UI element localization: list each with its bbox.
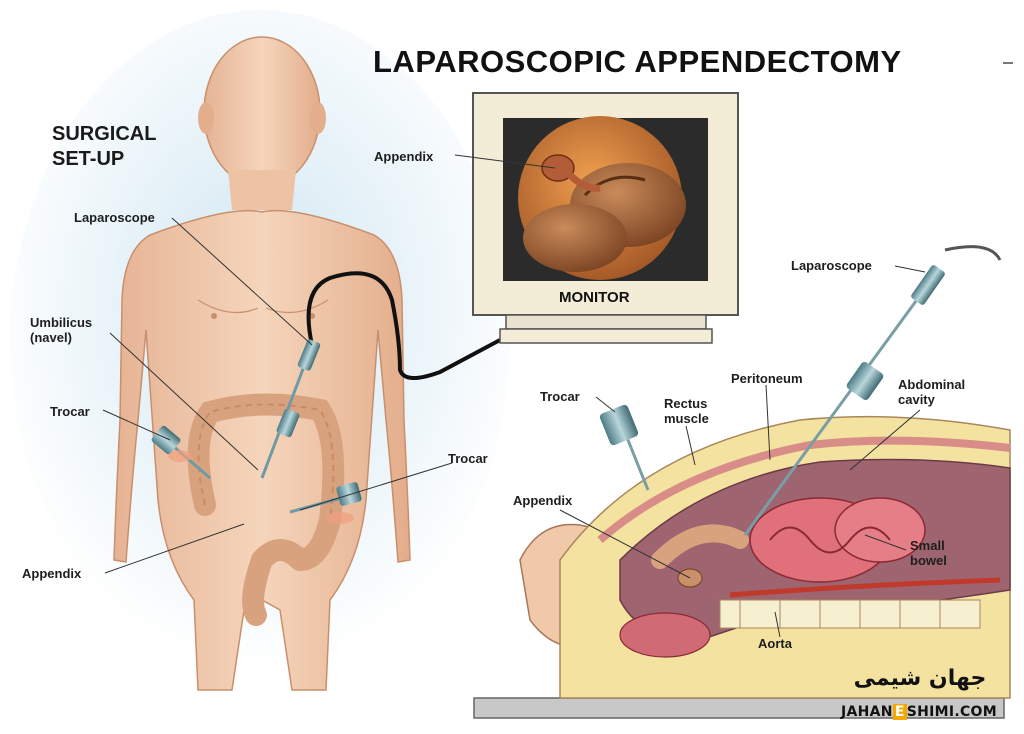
- monitor-appendix: [541, 154, 575, 182]
- label-laparoscope-section: Laparoscope: [791, 258, 872, 273]
- watermark-url-part1: JAHAN: [841, 704, 893, 720]
- label-trocar-left: Trocar: [50, 404, 90, 419]
- trocar-section-view: [599, 404, 650, 491]
- laparoscope-section-view: [743, 245, 1002, 536]
- diagram-subtitle: SURGICAL SET-UP: [52, 123, 157, 170]
- human-body-figure: [113, 36, 501, 691]
- label-peritoneum: Peritoneum: [731, 371, 803, 386]
- spine: [719, 599, 981, 629]
- label-trocar-section: Trocar: [540, 389, 580, 404]
- label-aorta: Aorta: [758, 636, 792, 651]
- neck: [228, 170, 296, 210]
- aorta: [729, 577, 1001, 598]
- label-abdominal-cavity: Abdominal cavity: [898, 377, 966, 407]
- label-appendix-body: Appendix: [22, 566, 82, 581]
- camera-cable: [306, 271, 501, 380]
- watermark-arabic: جهان شیمی: [853, 666, 987, 691]
- laparoscope-body-view: [260, 339, 321, 479]
- cross-section-view: [473, 245, 1011, 719]
- watermark-url-highlight: E: [892, 704, 907, 720]
- title-dash: [1003, 62, 1013, 64]
- label-small-bowel: Small bowel: [910, 538, 947, 568]
- leader-lines: [102, 154, 926, 638]
- monitor-base-neck: [505, 314, 707, 330]
- torso: [113, 209, 411, 691]
- diagram-title: LAPAROSCOPIC APPENDECTOMY: [373, 44, 902, 79]
- monitor-base: [499, 328, 713, 344]
- watermark-url-part2: SHIMI.COM: [906, 704, 997, 720]
- small-bowel: [749, 497, 926, 583]
- monitor: [472, 92, 739, 344]
- colon: [187, 393, 345, 626]
- head: [203, 36, 321, 188]
- label-laparoscope-body: Laparoscope: [74, 210, 155, 225]
- monitor-label: MONITOR: [559, 289, 630, 306]
- label-appendix-section: Appendix: [513, 493, 573, 508]
- label-monitor-appendix: Appendix: [374, 149, 434, 164]
- label-umbilicus: Umbilicus (navel): [30, 315, 93, 345]
- label-trocar-right: Trocar: [448, 451, 488, 466]
- label-rectus-muscle: Rectus muscle: [664, 396, 709, 426]
